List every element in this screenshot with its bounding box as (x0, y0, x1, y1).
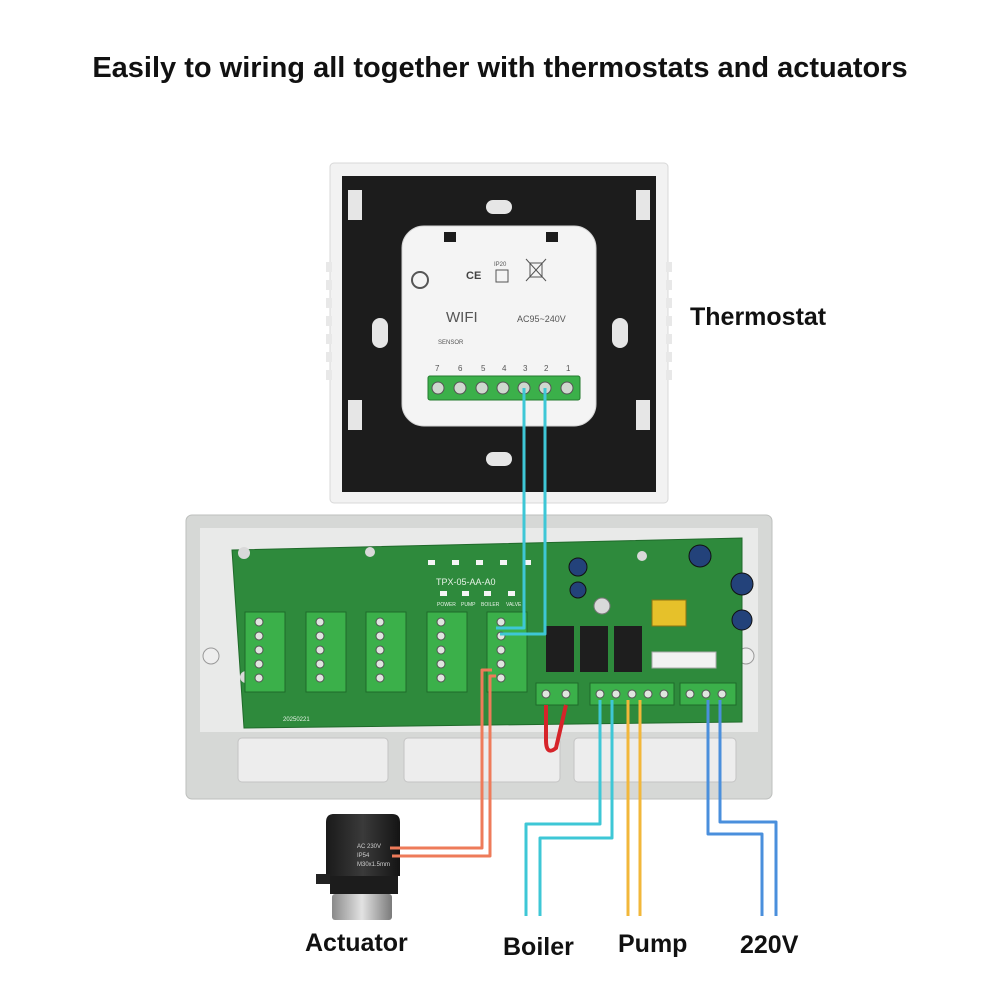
svg-text:M30x1.5mm: M30x1.5mm (357, 862, 390, 868)
wifi-label: WIFI (446, 309, 478, 326)
thermostat-label: Thermostat (690, 303, 827, 331)
svg-text:BOILER: BOILER (481, 602, 500, 608)
pump-label: Pump (618, 930, 688, 958)
svg-text:2: 2 (544, 364, 549, 373)
actuator-wire-1 (390, 668, 492, 850)
svg-text:6: 6 (458, 364, 463, 373)
indicator-labels: POWER PUMP BOILER VALVE (437, 602, 522, 608)
thermostat-wire-1 (496, 388, 526, 630)
jumper-wire (544, 704, 568, 753)
actuator-label: Actuator (305, 929, 408, 957)
thermostat-wire-2 (500, 388, 547, 636)
svg-text:IP54: IP54 (357, 853, 370, 859)
thermostat-vents (326, 262, 672, 380)
mount-hole-top (486, 200, 512, 214)
actuator-body (326, 814, 400, 876)
zone-terminals (244, 611, 528, 693)
boiler-wire-1 (524, 700, 602, 916)
cable-knockout-3 (573, 737, 737, 783)
ip-rating: IP20 (494, 262, 507, 268)
weee-bin-icon (525, 258, 547, 282)
jumper-terminal (535, 682, 579, 706)
indicator-leds (428, 560, 531, 596)
boiler-label: Boiler (503, 933, 574, 961)
board-date: 20250221 (283, 717, 310, 723)
relays (546, 626, 642, 672)
terminal-numbers: 7 6 5 4 3 2 1 (435, 364, 571, 373)
power-220v-label: 220V (740, 931, 799, 959)
mount-hole-bottom (486, 452, 512, 466)
mount-hole-right (612, 318, 628, 348)
svg-text:PUMP: PUMP (461, 602, 476, 608)
capacitors (568, 544, 754, 631)
svg-text:VALVE: VALVE (506, 602, 522, 608)
thermostat: CE IP20 WIFI AC95~240V SENSOR 7 6 5 4 3 … (326, 162, 672, 504)
actuator: AC 230V IP54 M30x1.5mm (316, 814, 400, 920)
svg-text:5: 5 (481, 364, 486, 373)
board-model: TPX-05-AA-A0 (436, 577, 496, 587)
fan-icon (411, 271, 429, 289)
fuse (651, 651, 717, 669)
ce-mark: CE (466, 270, 481, 282)
actuator-spec: AC 230V IP54 M30x1.5mm (357, 844, 390, 868)
mount-hole-left (372, 318, 388, 348)
svg-text:7: 7 (435, 364, 440, 373)
cable-knockout-1 (237, 737, 389, 783)
wires (390, 388, 778, 916)
page-title: Easily to wiring all together with therm… (92, 52, 908, 84)
power-wire-2 (718, 700, 778, 916)
voltage-rating: AC95~240V (517, 314, 566, 324)
svg-text:1: 1 (566, 364, 571, 373)
boiler-wire-2 (538, 700, 614, 916)
actuator-wire-2 (392, 674, 496, 858)
svg-text:POWER: POWER (437, 602, 456, 608)
svg-text:4: 4 (502, 364, 507, 373)
power-wire-1 (706, 700, 764, 916)
wiring-center-box: TPX-05-AA-A0 POWER PUMP BOILER VALVE 202… (185, 514, 773, 800)
actuator-thread (332, 894, 392, 920)
svg-text:3: 3 (523, 364, 528, 373)
svg-text:AC 230V: AC 230V (357, 844, 381, 850)
transformer (651, 599, 687, 627)
sensor-label: SENSOR (438, 340, 464, 346)
